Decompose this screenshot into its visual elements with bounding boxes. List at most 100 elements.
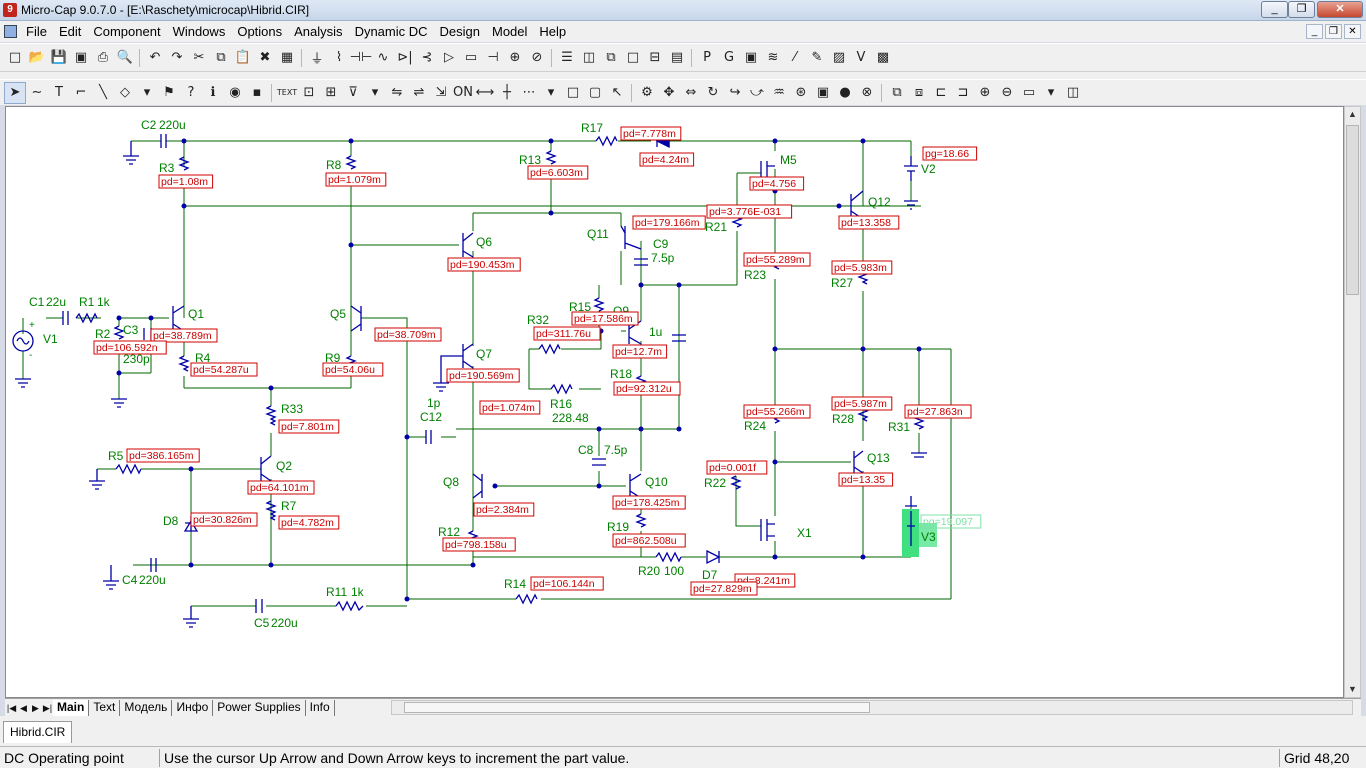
grid-dropdown-icon[interactable]: ▾	[547, 85, 555, 100]
g-icon[interactable]: G	[723, 50, 735, 65]
capacitor-icon[interactable]: ⊣⊢	[349, 50, 373, 65]
wand-icon[interactable]: ⁄	[793, 50, 797, 65]
flip-icon[interactable]: ⇋	[391, 85, 403, 100]
menu-file[interactable]: File	[26, 24, 47, 39]
npn-icon[interactable]: ⊰	[421, 50, 433, 65]
shape-dropdown-icon[interactable]: ▾	[143, 85, 151, 100]
mirror-icon[interactable]: ⇌	[413, 85, 425, 100]
menu-component[interactable]: Component	[93, 24, 161, 39]
ic-icon[interactable]: ▭	[464, 50, 478, 65]
globe-icon[interactable]: ◉	[229, 85, 241, 100]
micro-cap-icon[interactable]: 9	[3, 3, 17, 17]
display-icon[interactable]: ▭	[1022, 85, 1036, 100]
source-icon[interactable]: ⊕	[509, 50, 521, 65]
front-icon[interactable]: ⊏	[935, 85, 947, 100]
select-all-icon[interactable]: ▦	[280, 50, 294, 65]
save-all-icon[interactable]: ▣	[74, 50, 88, 65]
tile-horizontal-icon[interactable]: ☰	[561, 50, 573, 65]
text-tool-icon[interactable]: T	[55, 85, 63, 100]
mdi-restore-button[interactable]: ❐	[1325, 24, 1342, 39]
cursor-icon[interactable]: ⇲	[435, 85, 447, 100]
find-icon[interactable]: ♒	[773, 85, 785, 100]
window-minimize-button[interactable]: _	[1261, 1, 1288, 18]
prev-sheet-icon[interactable]: ◀	[20, 702, 27, 713]
tab-power-supplies[interactable]: Power Supplies	[213, 699, 306, 716]
menu-help[interactable]: Help	[539, 24, 567, 39]
help-icon[interactable]: ?	[187, 85, 195, 100]
select-arrow-icon[interactable]: ➤	[4, 81, 26, 104]
component-icon[interactable]: ▪	[252, 85, 262, 100]
mdi-close-button[interactable]: ✕	[1344, 24, 1361, 39]
display-dropdown-icon[interactable]: ▾	[1047, 85, 1055, 100]
window-list-icon[interactable]: ▣	[744, 50, 758, 65]
line-icon[interactable]: ╲	[99, 85, 107, 100]
battery-icon[interactable]: ⊣	[487, 50, 499, 65]
bus-icon[interactable]: ⟷	[475, 85, 495, 100]
resistor-icon[interactable]: ⌇	[335, 50, 343, 65]
copy-icon[interactable]: ⧉	[216, 50, 226, 65]
pin-icon[interactable]: ⊽	[348, 85, 358, 100]
print-preview-icon[interactable]: 🔍	[116, 50, 134, 65]
cross-icon[interactable]: ┼	[503, 85, 511, 100]
tab-model[interactable]: Модель	[120, 699, 173, 716]
step-icon[interactable]: ↪	[729, 85, 741, 100]
vertical-scrollbar[interactable]: ▲ ▼	[1344, 106, 1361, 698]
new-icon[interactable]: □	[8, 50, 22, 65]
menu-windows[interactable]: Windows	[172, 24, 226, 39]
waveform-icon[interactable]: ≋	[767, 50, 779, 65]
menu-edit[interactable]: Edit	[58, 24, 82, 39]
info-icon[interactable]: ℹ	[210, 85, 216, 100]
tab-text[interactable]: Text	[89, 699, 121, 716]
vertical-scroll-thumb[interactable]	[1346, 125, 1359, 295]
arrow-select-icon[interactable]: ↖	[611, 85, 623, 100]
opamp-icon[interactable]: ▷	[444, 50, 454, 65]
tile-vertical-icon[interactable]: ◫	[582, 50, 596, 65]
move-icon[interactable]: ✥	[663, 85, 675, 100]
cascade-icon[interactable]: ⧉	[606, 50, 616, 65]
zoom-in-icon[interactable]: ⊕	[979, 85, 991, 100]
menu-design[interactable]: Design	[439, 24, 480, 39]
document-icon[interactable]	[0, 21, 20, 43]
on-icon[interactable]: ON	[453, 85, 473, 100]
back-icon[interactable]: ⊐	[957, 85, 969, 100]
first-sheet-icon[interactable]: |◀	[6, 702, 17, 713]
attribute-icon[interactable]: ⊡	[303, 85, 315, 100]
p-icon[interactable]: P	[703, 50, 711, 65]
zoom-out-icon[interactable]: ⊖	[1001, 85, 1013, 100]
group-icon[interactable]: ⧉	[892, 85, 902, 100]
undo-icon[interactable]: ↶	[149, 50, 161, 65]
paste-icon[interactable]: 📋	[234, 50, 252, 65]
open-icon[interactable]: 📂	[28, 50, 46, 65]
text-label-icon[interactable]: TEXT	[276, 88, 298, 97]
binoculars-icon[interactable]: ⊛	[795, 85, 807, 100]
camera-icon[interactable]: ◫	[1066, 85, 1080, 100]
print-icon[interactable]: ⎙	[97, 50, 109, 65]
properties-icon[interactable]: ⚙	[641, 85, 653, 100]
chart-icon[interactable]: ▨	[832, 50, 846, 65]
run-icon[interactable]: ●	[839, 85, 851, 100]
menu-model[interactable]: Model	[492, 24, 528, 39]
horizontal-scrollbar[interactable]	[391, 700, 1353, 715]
grid-icon[interactable]: ⋯	[522, 85, 536, 100]
calculator-icon[interactable]: ▤	[670, 50, 684, 65]
menu-dynamic-dc[interactable]: Dynamic DC	[354, 24, 428, 39]
redo-icon[interactable]: ↷	[171, 50, 183, 65]
pin-dropdown-icon[interactable]: ▾	[371, 85, 379, 100]
ungroup-icon[interactable]: ⧈	[914, 85, 924, 100]
image-icon[interactable]: ▩	[876, 50, 890, 65]
last-sheet-icon[interactable]: ▶|	[42, 702, 53, 713]
vp-icon[interactable]: V	[856, 50, 866, 65]
scroll-down-icon[interactable]: ▼	[1348, 684, 1357, 694]
arc-icon[interactable]: ⤻	[750, 85, 764, 100]
diode-icon[interactable]: ⊳|	[397, 50, 413, 65]
stretch-icon[interactable]: ⇔	[685, 85, 697, 100]
scroll-up-icon[interactable]: ▲	[1348, 109, 1357, 119]
ground-icon[interactable]: ⏚	[310, 52, 324, 67]
window-close-button[interactable]: ✕	[1317, 1, 1363, 18]
horizontal-scroll-thumb[interactable]	[404, 702, 870, 713]
check-icon[interactable]: ▣	[816, 85, 830, 100]
window-icon[interactable]: □	[626, 50, 640, 65]
delete-icon[interactable]: ✖	[259, 50, 271, 65]
rotate-icon[interactable]: ↻	[707, 85, 719, 100]
cut-icon[interactable]: ✂	[193, 50, 205, 65]
